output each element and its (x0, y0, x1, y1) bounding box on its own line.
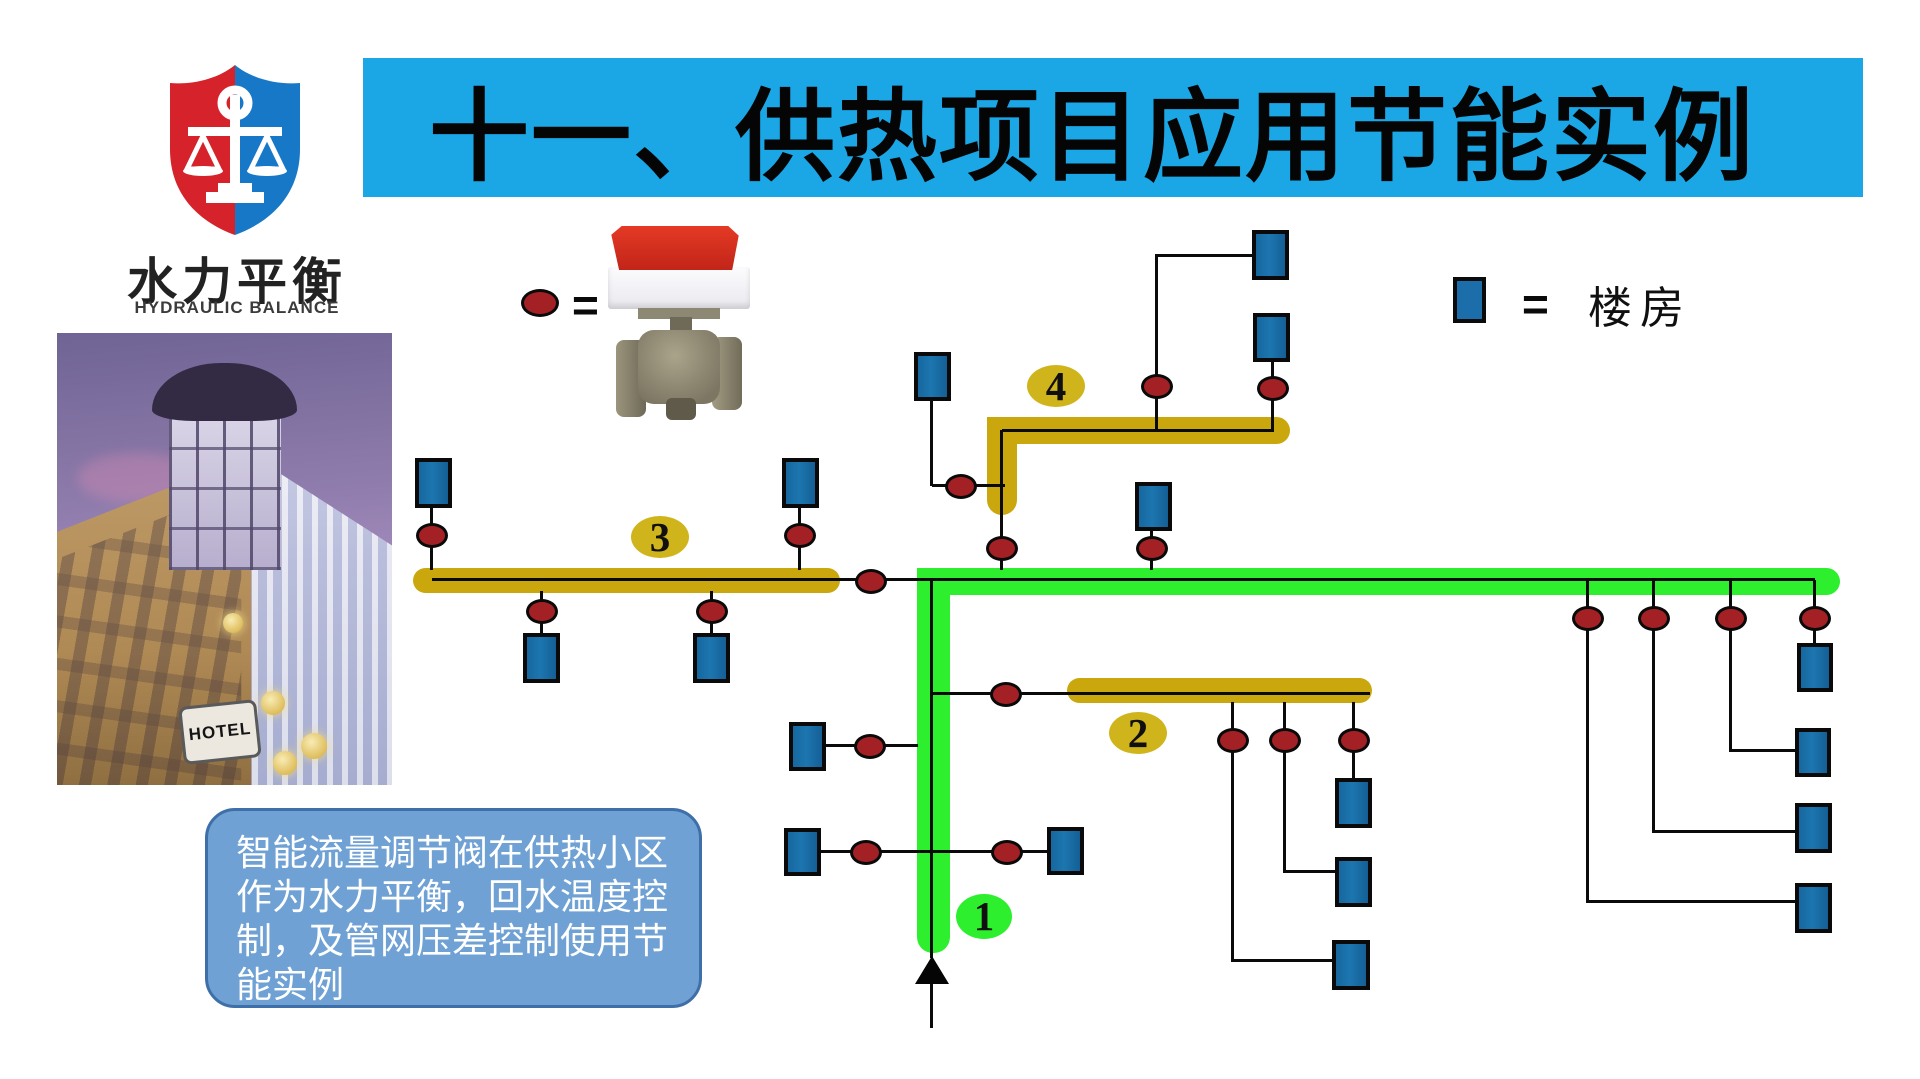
note-box: 智能流量调节阀在供热小区 作为水力平衡，回水温度控 制，及管网压差控制使用节 能… (205, 808, 702, 1008)
valve-node (990, 682, 1022, 707)
connector-line (1231, 702, 1234, 962)
branch-number-label: 2 (1109, 710, 1167, 756)
building-node (784, 828, 821, 876)
connector-line (1586, 580, 1589, 903)
title-banner: 十一、供热项目应用节能实例 (363, 58, 1863, 197)
hydraulic-balance-logo: 水力平衡 HYDRAULIC BALANCE (100, 20, 360, 320)
connector-line (930, 579, 933, 958)
valve-node (784, 523, 816, 548)
valve-node (1338, 728, 1370, 753)
connector-line (1652, 830, 1797, 833)
building-node (789, 722, 826, 771)
branch-number-label: 4 (1027, 363, 1085, 409)
building-node (782, 458, 819, 508)
lamp (273, 751, 297, 775)
connector-line (1155, 254, 1158, 432)
frozen-hotel-photo: HOTEL (57, 333, 392, 785)
valve-node (1638, 606, 1670, 631)
valve-node (1269, 728, 1301, 753)
note-line: 智能流量调节阀在供热小区 (236, 833, 669, 873)
valve-node (854, 734, 886, 759)
building-node (1047, 827, 1084, 875)
valve-node (1257, 376, 1289, 401)
valve-node (1217, 728, 1249, 753)
connector-line (1155, 254, 1254, 257)
valve-node (1715, 606, 1747, 631)
building-node (523, 633, 560, 683)
connector-line (1283, 702, 1286, 873)
lamp (261, 691, 285, 715)
valve-plate (638, 308, 720, 319)
note-line: 能实例 (236, 965, 345, 1005)
valve-node (1136, 536, 1168, 561)
valve-node (945, 474, 977, 499)
connector-line (1652, 580, 1655, 833)
branch-number-label: 3 (631, 514, 689, 560)
valve-node (855, 569, 887, 594)
valve-node (986, 536, 1018, 561)
valve-ball-body (638, 330, 720, 404)
connector-line (933, 692, 1370, 695)
connector-line (1729, 580, 1732, 752)
building-node (1135, 482, 1172, 531)
branch-number-label: 1 (956, 893, 1012, 939)
valve-actuator-cap (611, 226, 739, 270)
logo-cn-text: 水力平衡 (127, 254, 347, 310)
connector-line (930, 982, 933, 1028)
flow-arrow-icon (915, 956, 949, 984)
valve-legend-dot (521, 289, 559, 317)
building-legend-equals: = (1522, 278, 1549, 330)
building-node (415, 458, 452, 508)
connector-line (1002, 429, 1274, 432)
note-line: 制，及管网压差控制使用节 (236, 921, 669, 961)
valve-node (1799, 606, 1831, 631)
valve-node (1141, 374, 1173, 399)
building-node (914, 352, 951, 401)
connector-line (1586, 900, 1797, 903)
building-legend-rect (1453, 277, 1486, 323)
lamp (223, 613, 243, 633)
shield-scales-icon (170, 65, 300, 235)
valve-node (416, 523, 448, 548)
valve-actuator-body (608, 267, 750, 309)
valve-node (1572, 606, 1604, 631)
connector-line (930, 400, 933, 486)
valve-node (991, 840, 1023, 865)
valve-photo (608, 222, 750, 422)
valve-node (850, 840, 882, 865)
connector-line (1729, 749, 1797, 752)
page-title: 十一、供热项目应用节能实例 (429, 82, 1755, 193)
glass-turret (169, 405, 281, 570)
logo-en-text: HYDRAULIC BALANCE (134, 298, 340, 317)
valve-legend-equals: = (572, 279, 599, 331)
building-node (1252, 230, 1289, 280)
pipe-segment (1067, 678, 1372, 703)
connector-line (1000, 430, 1003, 570)
building-node (1795, 728, 1831, 777)
building-node (1795, 883, 1832, 933)
note-line: 作为水力平衡，回水温度控 (236, 877, 669, 917)
building-node (1335, 778, 1372, 828)
pipe-segment (917, 568, 950, 953)
valve-foot (666, 398, 696, 420)
connector-line (1283, 870, 1337, 873)
pipe-segment (917, 568, 1840, 595)
building-node (1332, 940, 1370, 990)
connector-line (820, 850, 1049, 853)
building-node (1795, 803, 1832, 853)
valve-node (696, 599, 728, 624)
building-node (693, 633, 730, 683)
building-node (1797, 643, 1833, 692)
lamp (301, 733, 327, 759)
connector-line (432, 578, 1815, 581)
valve-node (526, 599, 558, 624)
building-legend-label: 楼房 (1588, 284, 1692, 333)
building-node (1335, 857, 1372, 907)
connector-line (1231, 959, 1334, 962)
building-node (1253, 313, 1290, 362)
